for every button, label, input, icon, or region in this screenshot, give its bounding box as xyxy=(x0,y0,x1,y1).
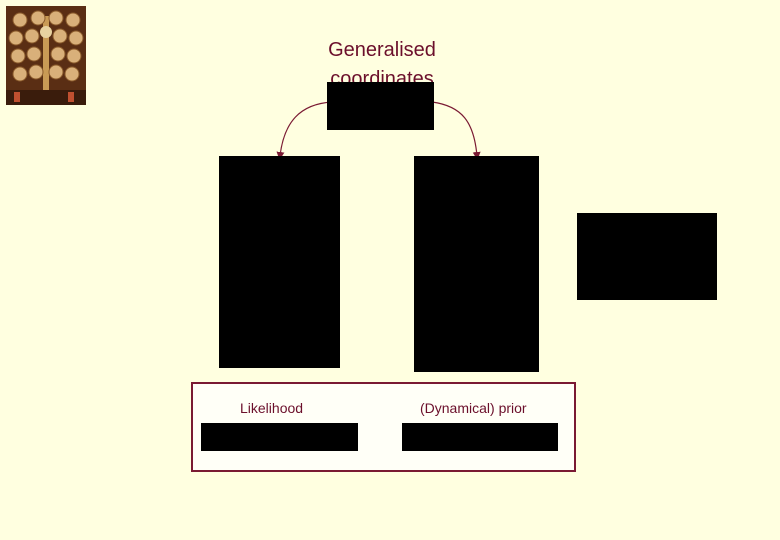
generalised-coordinates-block xyxy=(327,82,434,130)
prior-equation-block xyxy=(414,156,539,372)
arrow-to-prior xyxy=(432,102,477,156)
dynamical-prior-label: (Dynamical) prior xyxy=(420,400,527,416)
likelihood-equation-block xyxy=(219,156,340,368)
side-equation-block xyxy=(577,213,717,300)
likelihood-label: Likelihood xyxy=(240,400,303,416)
prior-formula-block xyxy=(402,423,558,451)
arrow-to-likelihood xyxy=(280,102,332,156)
legend-box: Likelihood (Dynamical) prior xyxy=(191,382,576,472)
likelihood-formula-block xyxy=(201,423,358,451)
